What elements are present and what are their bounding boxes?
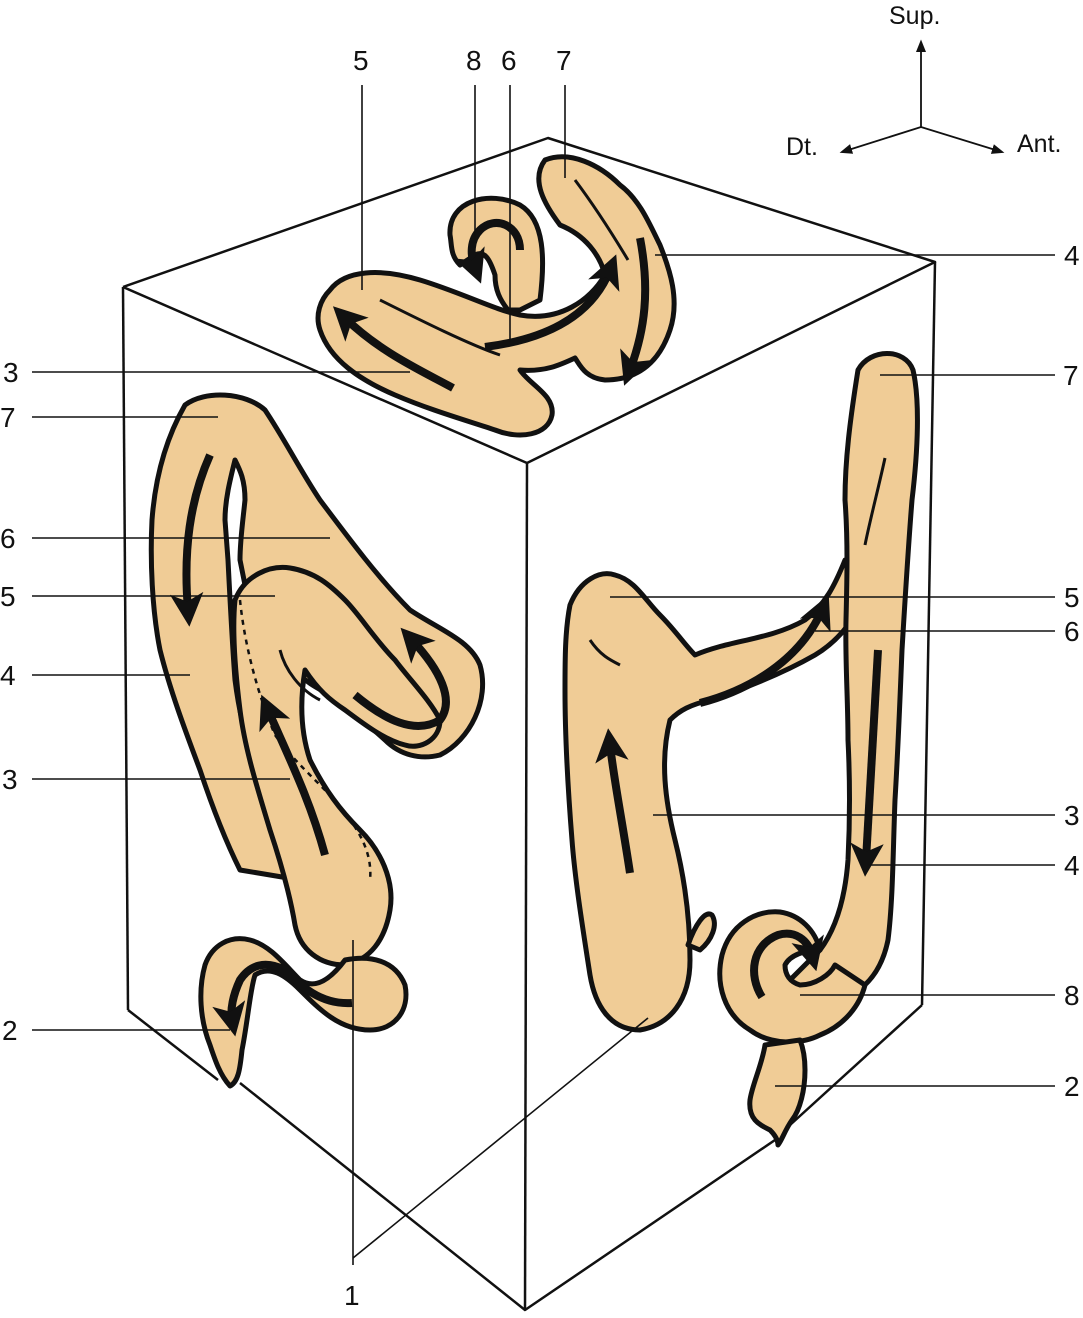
box-left-edge xyxy=(121,286,130,1011)
right-small-colon xyxy=(747,1037,808,1148)
top-flow-arrow-1-icon xyxy=(332,306,455,392)
right-flow-arrow-4-icon xyxy=(750,929,824,1000)
right-label-6: 6 xyxy=(1064,616,1080,647)
left-flow-arrow-3-icon xyxy=(352,627,450,730)
top-fold-line-2 xyxy=(573,179,630,261)
box-bottom-left-a xyxy=(127,1009,219,1081)
bottom-label-1: 1 xyxy=(344,1280,360,1311)
right-fold-line-2 xyxy=(863,457,887,546)
top-view-colon xyxy=(315,154,677,438)
label-superior: Sup. xyxy=(889,2,940,30)
left-label-2: 2 xyxy=(2,1015,18,1046)
top-label-7: 7 xyxy=(556,45,572,76)
right-flow-arrow-2-icon xyxy=(698,594,831,707)
left-label-7: 7 xyxy=(0,402,16,433)
left-view-labels: 7 6 5 4 3 2 xyxy=(0,402,18,1046)
left-flow-arrow-2-icon xyxy=(259,694,329,857)
right-label-2: 2 xyxy=(1064,1071,1080,1102)
left-fold-line xyxy=(278,649,321,702)
anterior-arrow-icon xyxy=(920,126,1005,154)
left-flow-arrow-4-icon xyxy=(212,960,353,1037)
left-small-colon xyxy=(198,936,409,1089)
left-view-colon xyxy=(148,392,486,1089)
top-label-5: 5 xyxy=(353,45,369,76)
left-flow-arrow-1-icon xyxy=(169,453,214,627)
right-nub xyxy=(685,911,717,953)
top-label-4: 4 xyxy=(1064,240,1080,271)
box-front-edge xyxy=(523,462,529,1311)
top-flow-arrow-4-icon xyxy=(453,218,524,284)
right-view-colon xyxy=(562,351,920,1148)
right-label-8: 8 xyxy=(1064,980,1080,1011)
dorsal-arrow-icon xyxy=(839,126,922,154)
bottom-labels: 1 xyxy=(344,1280,360,1311)
left-dashed-fold xyxy=(238,599,372,881)
projection-box xyxy=(121,136,937,1312)
top-label-8: 8 xyxy=(466,45,482,76)
top-label-6: 6 xyxy=(501,45,517,76)
left-label-3: 3 xyxy=(2,764,18,795)
label-dorsal: Dt. xyxy=(786,133,818,161)
right-label-4: 4 xyxy=(1064,850,1080,881)
orientation-indicator: Sup. Dt. Ant. xyxy=(786,2,1061,161)
left-label-5: 5 xyxy=(0,581,16,612)
right-dorsal-limb xyxy=(787,351,920,1008)
box-right-edge xyxy=(920,261,937,1006)
box-bottom-right-b xyxy=(789,1004,923,1126)
top-fold-line xyxy=(379,298,501,357)
top-label-3: 3 xyxy=(3,357,19,388)
label-anterior: Ant. xyxy=(1017,130,1061,158)
leader-lines xyxy=(32,85,1055,1265)
left-label-4: 4 xyxy=(0,660,16,691)
right-label-5: 5 xyxy=(1064,582,1080,613)
right-spiral-flexure xyxy=(717,909,868,1045)
right-label-3: 3 xyxy=(1064,800,1080,831)
left-label-6: 6 xyxy=(0,523,16,554)
top-view-labels: 5 8 6 7 4 3 xyxy=(3,45,1080,388)
box-bottom-edges xyxy=(239,1082,776,1312)
right-ventral-limb xyxy=(562,557,873,1033)
top-flow-arrow-3-icon xyxy=(620,237,652,386)
right-fold-line xyxy=(588,639,621,667)
right-flow-arrow-3-icon xyxy=(850,649,884,877)
right-view-labels: 7 5 6 3 4 8 2 xyxy=(1063,360,1080,1102)
right-flow-arrow-1-icon xyxy=(595,728,634,874)
top-flow-arrow-2-icon xyxy=(484,254,620,351)
right-label-7: 7 xyxy=(1063,360,1079,391)
